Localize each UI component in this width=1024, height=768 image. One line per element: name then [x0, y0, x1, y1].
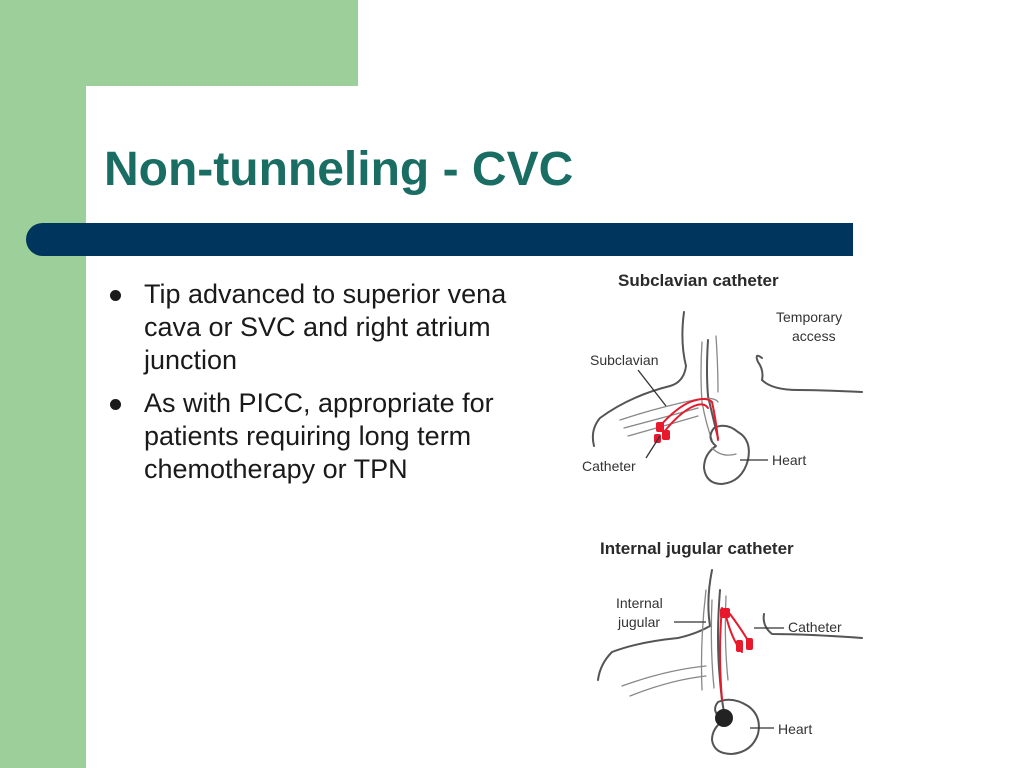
slide-title: Non-tunneling - CVC: [104, 143, 574, 196]
jugular-vein-inner-line: [724, 595, 729, 681]
label-jugular: jugular: [617, 614, 660, 630]
subclavian-vein-line: [623, 407, 699, 429]
green-sidebar-band: [0, 0, 86, 768]
catheter-hub: [746, 638, 753, 650]
label-leader-line: [645, 435, 661, 459]
bullet-dot-icon: [110, 290, 121, 301]
vein-line: [621, 665, 707, 687]
vein-inner-line: [715, 335, 719, 393]
label-catheter: Catheter: [788, 619, 842, 635]
catheter-hub: [656, 422, 664, 432]
heart-outline: [711, 698, 760, 755]
bullet-text: As with PICC, appropriate for patients r…: [144, 388, 494, 484]
catheter-hub: [654, 434, 661, 443]
jugular-vein-inner-line: [710, 599, 715, 689]
label-access: access: [792, 328, 836, 344]
label-temporary: Temporary: [776, 309, 842, 325]
label-internal: Internal: [616, 595, 663, 611]
neck-line: [700, 589, 707, 691]
catheter-hub: [736, 640, 743, 652]
label-leader-line: [637, 369, 667, 407]
label-heart: Heart: [772, 452, 806, 468]
label-catheter: Catheter: [582, 458, 636, 474]
catheter-hub: [662, 430, 670, 440]
shoulder-outline: [591, 311, 687, 447]
temporary-access-outline: [755, 354, 863, 393]
title-underline-bar: [26, 223, 853, 256]
jugular-diagram-title: Internal jugular catheter: [600, 539, 794, 558]
heart-inner-line: [711, 447, 737, 456]
subclavian-illustration: Subclavian catheter Temporary access Sub…: [582, 271, 863, 485]
subclavian-diagram-title: Subclavian catheter: [618, 271, 779, 290]
heart-dark-spot: [715, 709, 733, 727]
catheter-line: [659, 398, 719, 441]
bullet-dot-icon: [110, 399, 121, 410]
bullet-item: As with PICC, appropriate for patients r…: [105, 387, 545, 486]
green-top-block: [0, 0, 358, 86]
catheter-line: [663, 403, 709, 433]
catheter-line: [719, 607, 723, 701]
vein-line: [629, 675, 707, 697]
rounded-content-corner: [86, 86, 206, 206]
bullet-text: Tip advanced to superior vena cava or SV…: [144, 279, 507, 375]
bullet-item: Tip advanced to superior vena cava or SV…: [105, 278, 545, 377]
catheter-hub: [720, 608, 730, 618]
right-neck-outline: [762, 613, 863, 639]
label-heart: Heart: [778, 721, 812, 737]
subclavian-catheter-diagram: Subclavian catheter Temporary access Sub…: [566, 262, 878, 494]
internal-jugular-catheter-diagram: Internal jugular catheter Internal jugul…: [566, 530, 878, 762]
bullet-list: Tip advanced to superior vena cava or SV…: [105, 278, 545, 496]
vein-inner-line: [700, 341, 713, 441]
shoulder-outline: [597, 569, 713, 681]
label-subclavian: Subclavian: [590, 352, 659, 368]
jugular-illustration: Internal jugular catheter Internal jugul…: [597, 539, 863, 755]
